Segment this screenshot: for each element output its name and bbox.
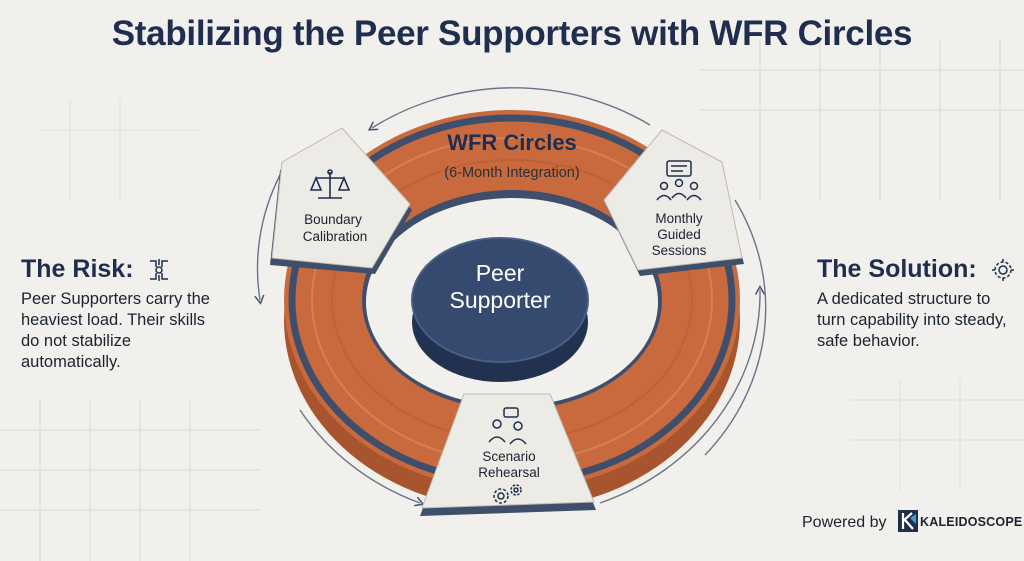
- kaleidoscope-brand: KALEIDOSCOPE: [920, 515, 1023, 529]
- scenario-label-line2: Rehearsal: [478, 465, 540, 480]
- group-chat-icon: [656, 160, 702, 201]
- kaleidoscope-logo-icon: [898, 510, 918, 532]
- cycle-arrows: [254, 87, 767, 507]
- boundary-label-line2: Calibration: [303, 229, 368, 244]
- monthly-label-line1: Monthly: [655, 211, 703, 226]
- center-disc: [412, 238, 588, 362]
- ring-title: WFR Circles: [447, 130, 577, 155]
- center-label-line1: Peer: [476, 260, 525, 286]
- solution-heading-label: The Solution:: [817, 255, 977, 283]
- scenario-label-line1: Scenario: [482, 449, 535, 464]
- risk-heading: The Risk:: [21, 255, 172, 284]
- solution-heading: The Solution:: [817, 255, 1016, 284]
- segment-monthly-sessions: Monthly Guided Sessions: [603, 129, 744, 276]
- gear-solution-icon: [991, 259, 1014, 282]
- boundary-label-line1: Boundary: [304, 212, 362, 227]
- people-talking-icon: [488, 407, 527, 445]
- center-label-line2: Supporter: [449, 287, 550, 313]
- segment-boundary-calibration: Boundary Calibration: [270, 127, 412, 274]
- page-title: Stabilizing the Peer Supporters with WFR…: [111, 14, 913, 53]
- ring-subtitle: (6-Month Integration): [444, 165, 579, 181]
- risk-heading-label: The Risk:: [21, 255, 134, 283]
- gears-icon: [493, 484, 522, 504]
- monthly-label-line2: Guided: [657, 227, 701, 242]
- scales-icon: [309, 169, 351, 199]
- segment-scenario-rehearsal: Scenario Rehearsal: [420, 393, 596, 516]
- circuit-risk-icon: [150, 259, 169, 282]
- monthly-label-line3: Sessions: [652, 243, 707, 258]
- solution-description: A dedicated structure to turn capability…: [817, 290, 1007, 350]
- powered-by-label: Powered by: [802, 514, 887, 531]
- risk-description: Peer Supporters carry the heaviest load.…: [21, 290, 210, 371]
